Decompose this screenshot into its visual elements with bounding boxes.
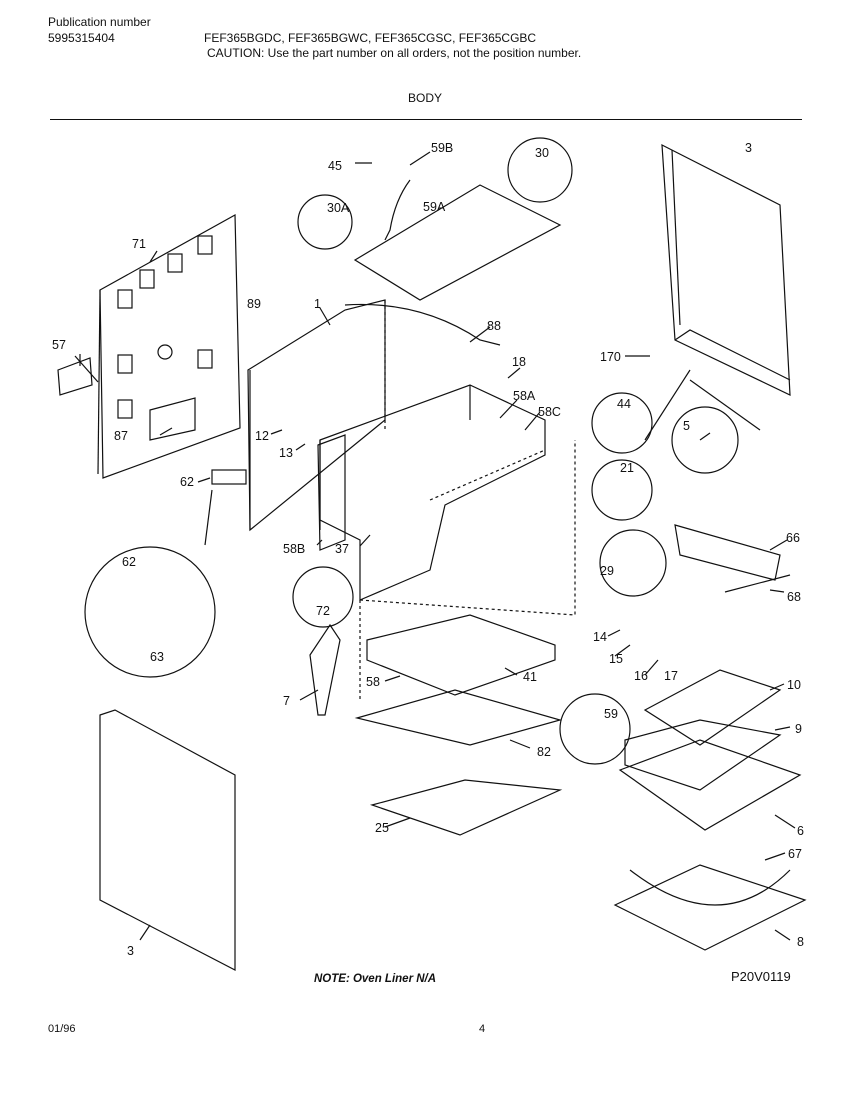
hinge-7 — [309, 623, 341, 716]
leader-lines — [79, 151, 796, 941]
bracket-57 — [57, 357, 93, 396]
callout-14: 14 — [593, 630, 607, 644]
callout-16: 16 — [634, 669, 648, 683]
broiler-grid-10 — [643, 669, 782, 746]
broil-element-66 — [674, 524, 781, 581]
callout-25: 25 — [375, 821, 389, 835]
callout-9: 9 — [795, 722, 802, 736]
callout-15: 15 — [609, 652, 623, 666]
callout-30A: 30A — [327, 201, 350, 215]
callout-66: 66 — [786, 531, 800, 545]
callout-13: 13 — [279, 446, 293, 460]
detail-circle-72 — [292, 566, 354, 628]
oven-liner-note: NOTE: Oven Liner N/A — [314, 973, 437, 985]
callout-37: 37 — [335, 542, 349, 556]
section-title: BODY — [408, 91, 443, 105]
bake-element-67 — [629, 869, 791, 906]
callout-6: 6 — [797, 824, 804, 838]
callout-71: 71 — [132, 237, 146, 251]
detail-circle-29 — [599, 529, 667, 597]
callout-45: 45 — [328, 159, 342, 173]
top-bracket-frame — [353, 184, 562, 301]
detail-circle-5 — [671, 406, 739, 474]
callout-21: 21 — [620, 461, 634, 475]
oven-liner-box — [319, 384, 546, 601]
callout-59A: 59A — [423, 200, 446, 214]
drawing-code: P20V0119 — [731, 969, 791, 984]
bake-tray-8 — [613, 864, 807, 951]
callout-62-main: 62 — [180, 475, 194, 489]
callout-67: 67 — [788, 847, 802, 861]
callout-30: 30 — [535, 146, 549, 160]
back-panel-71 — [99, 213, 241, 479]
callout-labels: 45 59B 30 3 30A 59A 71 89 1 88 57 170 18… — [52, 141, 804, 958]
side-panel-3-left — [99, 709, 236, 971]
insulation-58 — [366, 614, 556, 696]
model-numbers: FEF365BGDC, FEF365BGWC, FEF365CGSC, FEF3… — [204, 31, 537, 45]
panel-82 — [354, 689, 563, 746]
tube-59A — [384, 179, 411, 241]
insulation-58B — [317, 434, 346, 551]
callout-44: 44 — [617, 397, 631, 411]
callout-29: 29 — [600, 564, 614, 578]
detail-circle-59 — [559, 693, 631, 765]
publication-number: 5995315404 — [48, 31, 115, 45]
callout-3-bottom: 3 — [127, 944, 134, 958]
bottom-panel-25 — [369, 779, 563, 836]
caution-note: CAUTION: Use the part number on all orde… — [207, 46, 582, 60]
callout-5: 5 — [683, 419, 690, 433]
callout-58B: 58B — [283, 542, 305, 556]
callout-87: 87 — [114, 429, 128, 443]
oven-rack-6 — [618, 739, 802, 831]
revision-date: 01/96 — [48, 1023, 76, 1035]
detail-circle-30 — [507, 137, 573, 203]
callout-170: 170 — [600, 350, 621, 364]
callout-72: 72 — [316, 604, 330, 618]
front-frame-1 — [247, 299, 386, 532]
callout-57: 57 — [52, 338, 66, 352]
callout-68: 68 — [787, 590, 801, 604]
callout-41: 41 — [523, 670, 537, 684]
terminal-block-62 — [211, 469, 247, 485]
detail-circles — [84, 137, 761, 765]
wire-88 — [344, 303, 501, 346]
callout-59B: 59B — [431, 141, 453, 155]
callout-3-top: 3 — [745, 141, 752, 155]
detail-circle-62 — [84, 546, 216, 678]
callout-58: 58 — [366, 675, 380, 689]
detail-circle-44 — [591, 392, 653, 454]
callout-17: 17 — [664, 669, 678, 683]
callout-18: 18 — [512, 355, 526, 369]
callout-62-detail: 62 — [122, 555, 136, 569]
diagram-linework — [57, 143, 807, 971]
publication-label: Publication number — [48, 15, 151, 29]
callout-7: 7 — [283, 694, 290, 708]
side-panel-3-right — [661, 143, 791, 396]
callout-89: 89 — [247, 297, 261, 311]
detail-circle-30A — [297, 194, 353, 250]
callout-1: 1 — [314, 297, 321, 311]
callout-10: 10 — [787, 678, 801, 692]
callout-82: 82 — [537, 745, 551, 759]
callout-58A: 58A — [513, 389, 536, 403]
page-number: 4 — [479, 1023, 486, 1035]
detail-circle-21 — [591, 459, 653, 521]
header-divider — [50, 119, 802, 120]
callout-58C: 58C — [538, 405, 561, 419]
callout-59: 59 — [604, 707, 618, 721]
callout-12: 12 — [255, 429, 269, 443]
callout-8: 8 — [797, 935, 804, 949]
broiler-pan-9 — [624, 719, 782, 791]
callout-63: 63 — [150, 650, 164, 664]
callout-88: 88 — [487, 319, 501, 333]
